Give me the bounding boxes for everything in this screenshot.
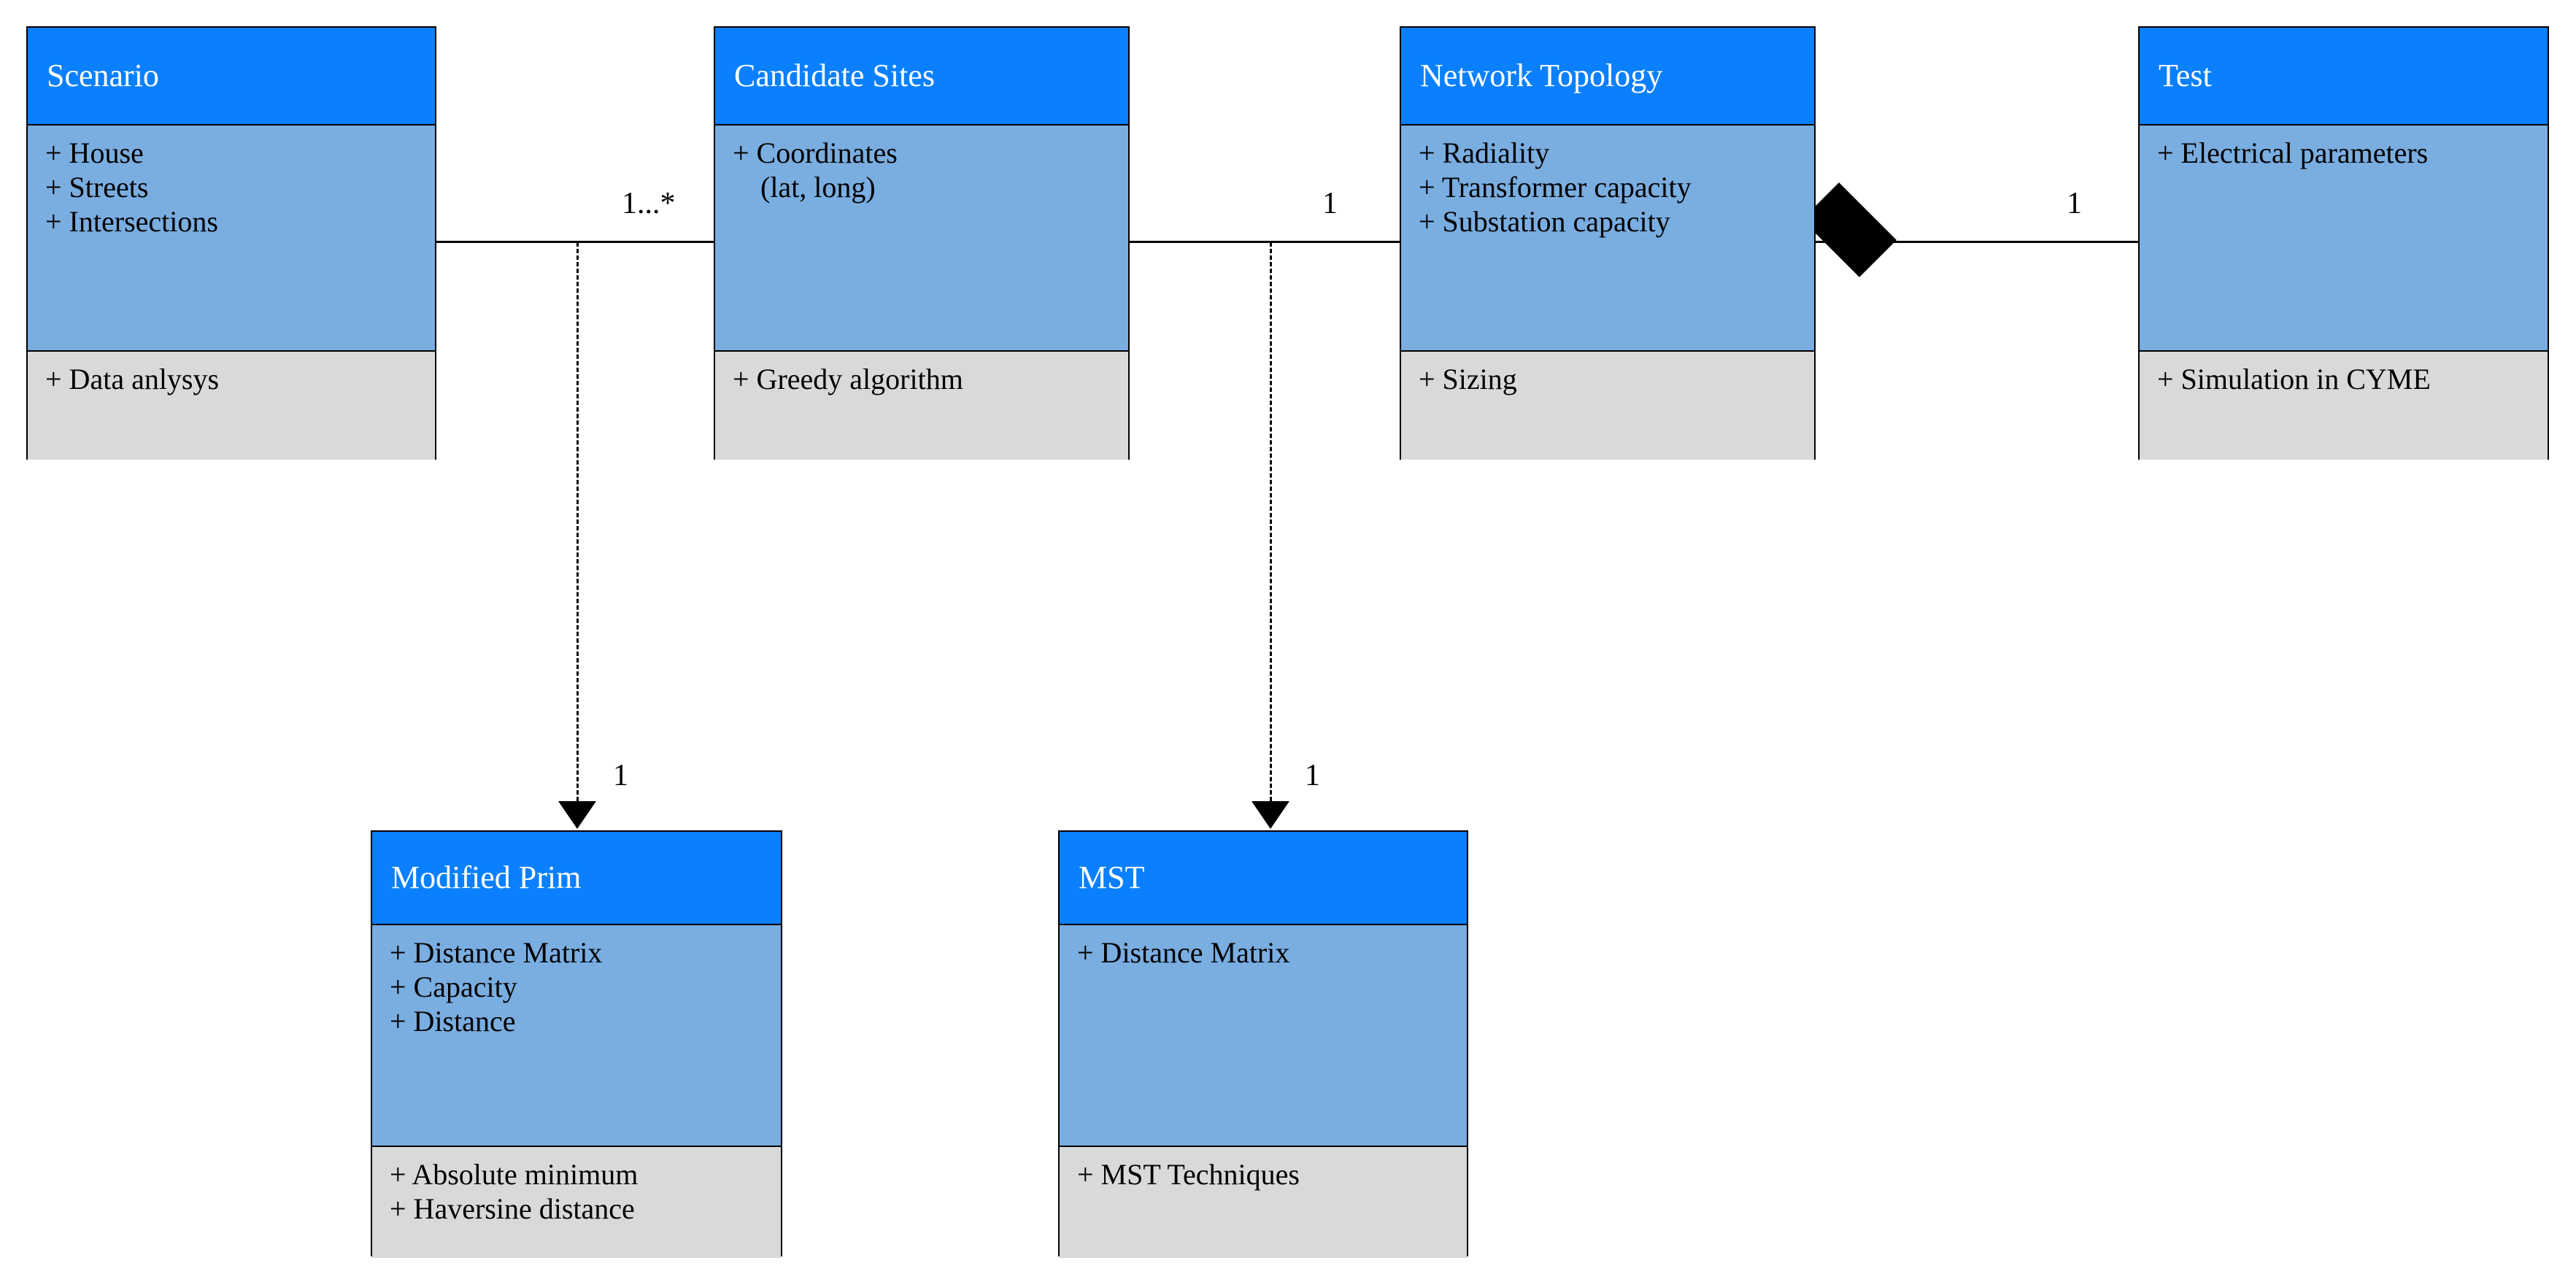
class-name-network-topology: Network Topology [1420,58,1663,93]
class-attributes-mst: + Distance Matrix [1060,925,1467,1146]
multiplicity-candidate-sites-mst: 1 [1305,759,1320,792]
class-name-scenario: Scenario [47,58,159,93]
class-box-modified-prim[interactable]: Modified Prim + Distance Matrix + Capaci… [371,830,782,1258]
attribute-row: + House [45,136,144,169]
class-attributes-candidate-sites: + Coordinates (lat, long) [715,126,1128,350]
operation-row: + Haversine distance [390,1192,635,1226]
class-box-network-topology[interactable]: Network Topology + Radiality + Transform… [1400,26,1816,460]
class-operations-modified-prim: + Absolute minimum + Haversine distance [372,1146,781,1258]
attribute-row: + Transformer capacity [1419,171,1692,204]
operation-row: + Greedy algorithm [733,363,963,395]
class-header-mst: MST [1060,832,1467,925]
class-name-candidate-sites: Candidate Sites [734,58,935,93]
class-header-modified-prim: Modified Prim [372,832,781,925]
association-line-scenario-candidate-sites [436,241,714,243]
dependency-line-candidate-sites-mst [1270,242,1272,801]
composition-diamond-icon [1802,182,1897,277]
multiplicity-scenario-candidate-sites: 1...* [622,187,676,220]
attribute-row: + Streets [45,171,149,204]
association-line-candidate-sites-network-topology [1130,241,1400,243]
operation-row: + Simulation in CYME [2157,363,2431,395]
attribute-row: + Electrical parameters [2157,136,2429,169]
dependency-arrowhead-mst [1252,801,1289,829]
class-header-candidate-sites: Candidate Sites [715,28,1128,126]
class-operations-candidate-sites: + Greedy algorithm [715,350,1128,460]
class-name-test: Test [2159,58,2212,93]
attribute-row: + Distance [390,1005,516,1038]
attribute-row: + Radiality [1419,136,1550,169]
class-header-scenario: Scenario [28,28,435,126]
class-attributes-network-topology: + Radiality + Transformer capacity + Sub… [1401,126,1814,350]
class-box-candidate-sites[interactable]: Candidate Sites + Coordinates (lat, long… [714,26,1130,460]
class-operations-test: + Simulation in CYME [2140,350,2548,460]
class-header-network-topology: Network Topology [1401,28,1814,126]
class-box-mst[interactable]: MST + Distance Matrix + MST Techniques [1058,830,1468,1258]
operation-row: + MST Techniques [1077,1158,1300,1191]
dependency-line-scenario-modified-prim [576,242,579,801]
class-box-test[interactable]: Test + Electrical parameters + Simulatio… [2138,26,2549,460]
class-header-test: Test [2140,28,2548,126]
attribute-row-continuation: (lat, long) [760,171,876,204]
operation-row: + Absolute minimum [390,1158,639,1191]
multiplicity-candidate-sites-network-topology: 1 [1322,187,1338,220]
operation-row: + Sizing [1419,363,1517,395]
class-operations-mst: + MST Techniques [1060,1146,1467,1258]
dependency-arrowhead-modified-prim [558,801,596,829]
class-box-scenario[interactable]: Scenario + House + Streets + Intersectio… [26,26,436,460]
attribute-row: + Distance Matrix [390,936,603,969]
attribute-row: + Intersections [45,205,218,239]
class-operations-scenario: + Data anlysys [28,350,435,460]
attribute-row: + Capacity [390,970,517,1004]
class-name-modified-prim: Modified Prim [391,860,582,895]
operation-row: + Data anlysys [45,363,220,395]
composition-line-network-topology-test [1816,241,2138,243]
class-attributes-modified-prim: + Distance Matrix + Capacity + Distance [372,925,781,1146]
attribute-row: + Distance Matrix [1077,936,1290,969]
attribute-row: + Coordinates [733,136,898,169]
attribute-row: + Substation capacity [1419,205,1670,239]
multiplicity-network-topology-test: 1 [2067,187,2082,220]
class-operations-network-topology: + Sizing [1401,350,1814,460]
class-attributes-test: + Electrical parameters [2140,126,2548,350]
multiplicity-scenario-modified-prim: 1 [613,759,628,792]
class-attributes-scenario: + House + Streets + Intersections [28,126,435,350]
class-name-mst: MST [1079,860,1145,895]
